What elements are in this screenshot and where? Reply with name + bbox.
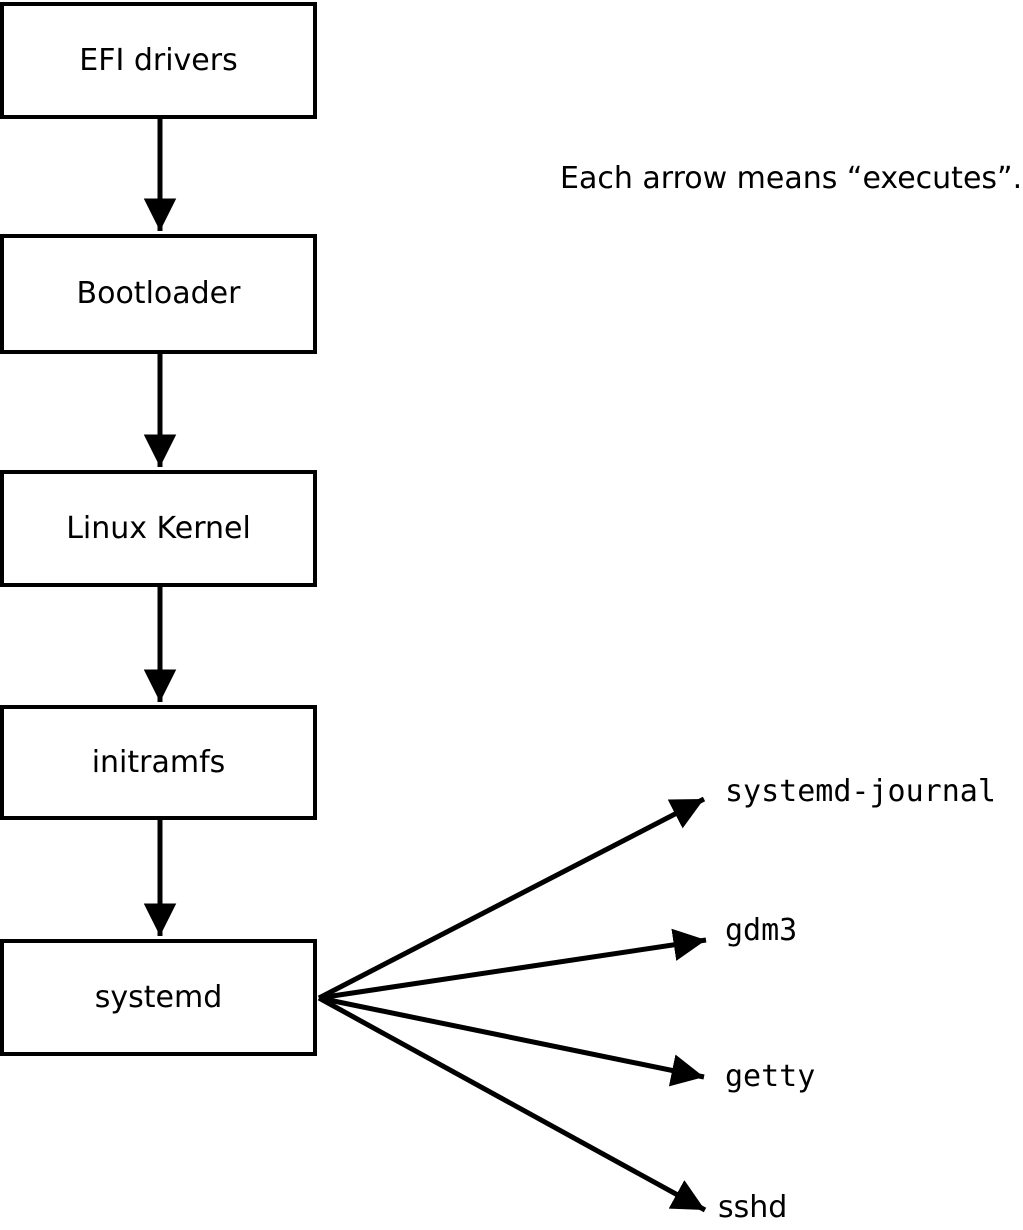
node-label: Bootloader xyxy=(76,276,241,311)
node-label: initramfs xyxy=(91,744,226,780)
node-systemd: systemd xyxy=(0,939,317,1056)
node-label: systemd xyxy=(94,979,223,1015)
process-label-systemd-journal: systemd-journal xyxy=(725,774,996,809)
process-label-getty: getty xyxy=(725,1059,816,1094)
arrow-meaning-note: Each arrow means “executes”. xyxy=(560,161,1023,196)
arrow-systemd-to-gdm3 xyxy=(318,928,707,1001)
node-efi-drivers: EFI drivers xyxy=(0,2,317,119)
arrow-systemd-to-systemd-journal xyxy=(317,796,706,1001)
node-initramfs: initramfs xyxy=(0,705,317,820)
arrow-systemd-to-getty xyxy=(318,995,705,1087)
arrow-systemd-to-sshd xyxy=(317,995,707,1213)
node-linux-kernel: Linux Kernel xyxy=(0,470,317,587)
node-label: EFI drivers xyxy=(79,42,238,78)
node-label: Linux Kernel xyxy=(66,510,251,546)
process-label-gdm3: gdm3 xyxy=(725,913,798,948)
node-bootloader: Bootloader xyxy=(0,234,317,354)
process-label-sshd: sshd xyxy=(718,1190,788,1225)
